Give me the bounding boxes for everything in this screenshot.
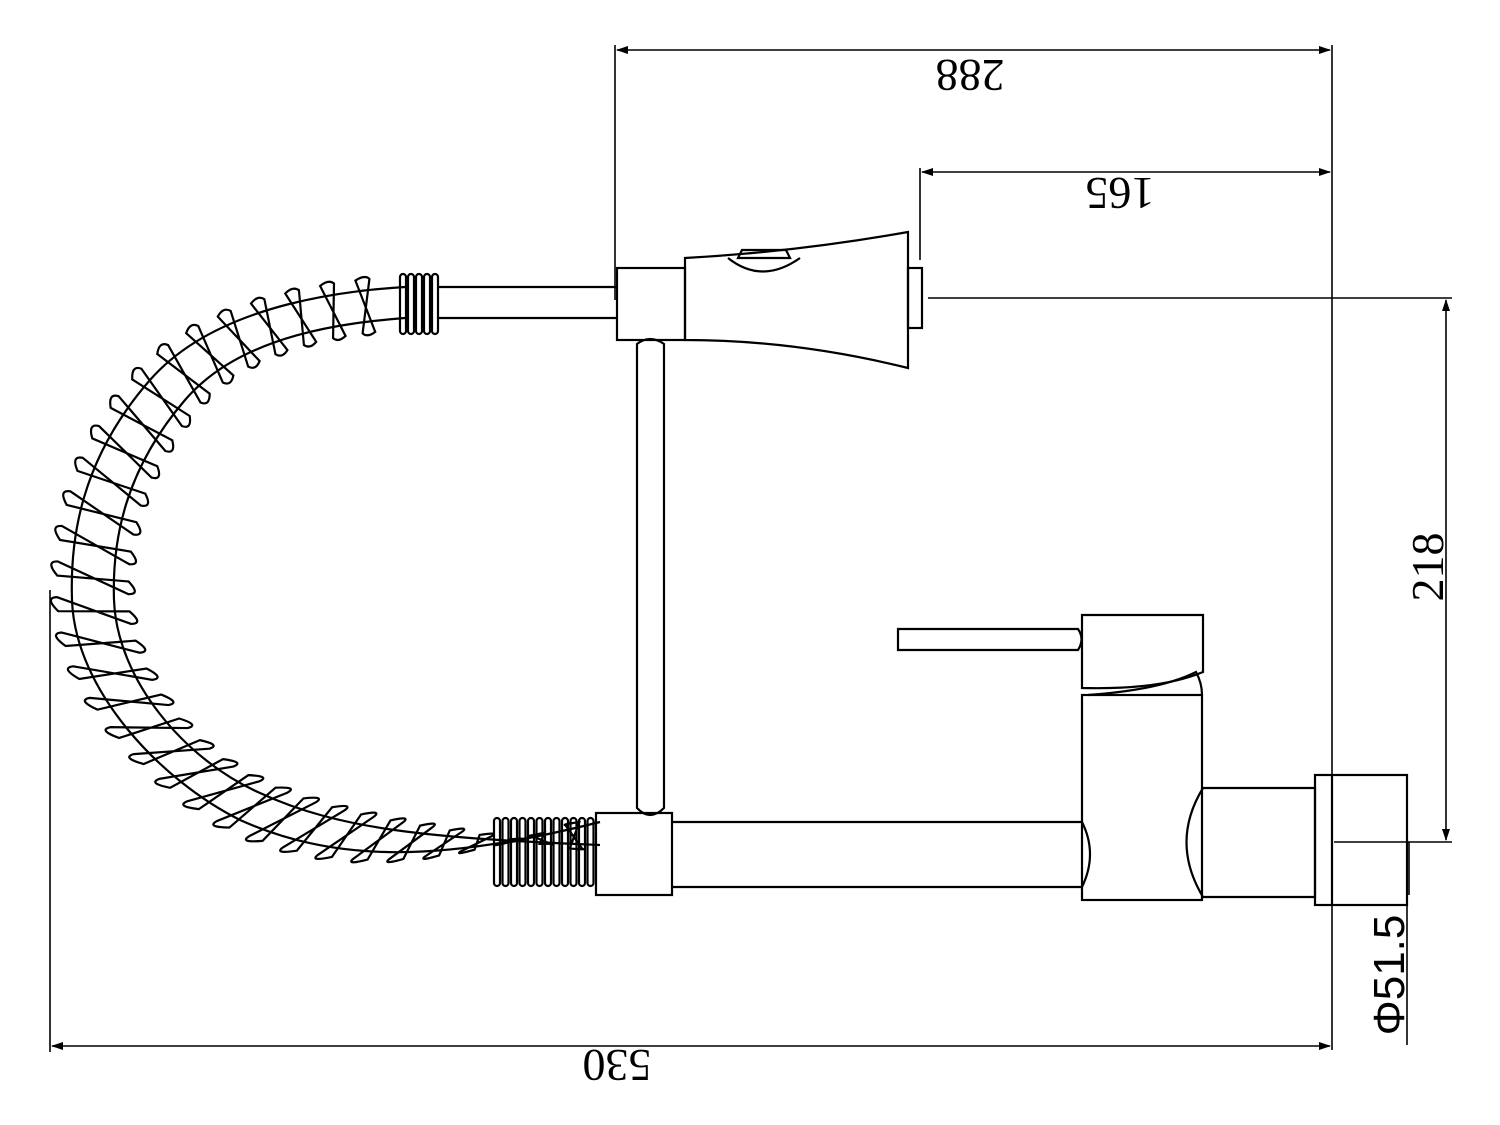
upper-joint <box>615 266 687 342</box>
hose-coil <box>279 804 349 853</box>
hose-coil <box>212 786 292 829</box>
hose-coil <box>49 596 139 626</box>
faucet-body <box>438 230 1409 907</box>
hose-coil <box>66 665 159 681</box>
hose-coil <box>156 343 211 405</box>
spout-tube <box>672 820 1092 889</box>
hose-end-coil <box>501 816 510 888</box>
hose-coil <box>184 323 235 385</box>
hose-end-coil <box>526 816 536 888</box>
dim-top-width: 288 <box>936 50 1005 101</box>
hose-coil <box>354 275 377 337</box>
hose-coil <box>244 796 320 843</box>
hose-coil <box>54 524 138 566</box>
hose-end-coil <box>414 272 424 336</box>
hose-coil <box>50 560 136 596</box>
hose-coil <box>109 394 175 453</box>
hose-coil <box>216 308 261 369</box>
dimension-labels: 288 165 218 530 Φ51.5 <box>583 50 1454 1091</box>
hose-coil <box>182 774 265 811</box>
dim-base-diameter: Φ51.5 <box>1365 915 1414 1036</box>
spray-head <box>683 230 910 370</box>
dim-overall-length: 530 <box>583 1040 652 1091</box>
hose-coil <box>83 693 175 711</box>
hose-end-coil <box>398 272 408 336</box>
hose-coil <box>128 738 215 766</box>
hose-coil <box>154 757 239 789</box>
lever-handle <box>896 627 1083 652</box>
hose-coil <box>131 366 192 428</box>
hose-coil <box>283 287 318 348</box>
hose-coil <box>55 631 147 654</box>
hose-coil <box>249 296 289 357</box>
dim-spout-width: 165 <box>1086 168 1155 219</box>
hose-coil <box>89 424 161 480</box>
hose-end-coil <box>535 816 544 888</box>
hose-end-coil <box>569 816 578 888</box>
hose-end-coil <box>518 816 527 888</box>
base-flange <box>1313 773 1409 907</box>
hose-end-coil <box>543 816 553 888</box>
hose-end-coil <box>560 816 570 888</box>
lower-joint <box>594 811 674 897</box>
hose-coil <box>62 490 142 536</box>
hose-coil <box>386 822 436 864</box>
hose-coil <box>74 456 150 508</box>
hose-end-coil <box>422 272 432 336</box>
dimension-lines <box>49 45 1452 1052</box>
hose-end-coil <box>492 816 502 888</box>
hose-coil <box>314 811 378 860</box>
hose-end-coil <box>509 816 519 888</box>
hose-coil <box>422 827 466 860</box>
hose-end-coil <box>577 816 587 888</box>
mixer-body <box>1080 693 1204 902</box>
vertical-riser <box>635 337 666 817</box>
hose-end-coil <box>552 816 561 888</box>
spring-hose <box>49 272 601 888</box>
dim-height: 218 <box>1402 533 1453 602</box>
hose-end-coil <box>406 272 416 336</box>
hose-coil <box>104 717 194 740</box>
spray-button <box>727 257 801 273</box>
hose-end-coil <box>430 272 440 336</box>
hose-end-coil <box>586 816 595 888</box>
hose-coil <box>318 280 347 342</box>
hose-coil <box>350 817 407 864</box>
